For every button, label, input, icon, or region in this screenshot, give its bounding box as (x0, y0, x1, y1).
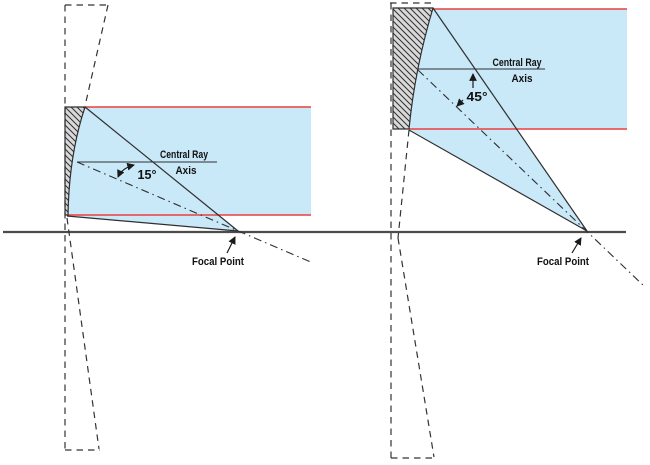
angle-arc-arrow (117, 162, 135, 178)
focal-point-label: Focal Point (537, 256, 589, 268)
probe-outline-dashed (64, 4, 109, 451)
transducer-element (64, 106, 86, 216)
focused-beam-region (409, 8, 587, 231)
probe-outline-dashed (390, 2, 435, 459)
transducer-element (392, 7, 434, 130)
focused-beam-lower-edge (66, 215, 239, 232)
transducer-outline (392, 7, 434, 130)
steered-axis-line (76, 161, 314, 264)
probe-outline-right-lower (66, 217, 100, 450)
focal-point-label: Focal Point (192, 256, 244, 268)
probe-outline-right-upper (84, 4, 109, 107)
focused-beam-upper-edge (84, 106, 239, 232)
right-diagram-overlay: Central Ray Axis 45° Focal Point (390, 2, 646, 459)
steering-angle-label: 15° (138, 168, 157, 182)
central-ray-label: Central Ray (160, 149, 209, 161)
left-diagram (67, 107, 311, 231)
focal-point-arrow (226, 236, 236, 254)
focused-beam-upper-edge (432, 7, 588, 232)
focused-beam-region (67, 107, 238, 231)
central-ray-label: Central Ray (493, 57, 543, 69)
axis-label: Axis (512, 73, 533, 85)
axis-label: Axis (176, 165, 197, 177)
left-diagram-overlay: Central Ray Axis 15° Focal Point (64, 4, 314, 451)
transducer-hatching (65, 107, 85, 215)
angle-arrow-down (456, 98, 465, 107)
steering-angle-label: 45° (467, 90, 488, 104)
focal-point-arrow (571, 237, 582, 254)
transducer-hatching (393, 8, 433, 129)
transducer-outline (64, 106, 86, 216)
probe-outline-right-lower (397, 237, 435, 458)
focused-beam-lower-edge (408, 129, 588, 232)
